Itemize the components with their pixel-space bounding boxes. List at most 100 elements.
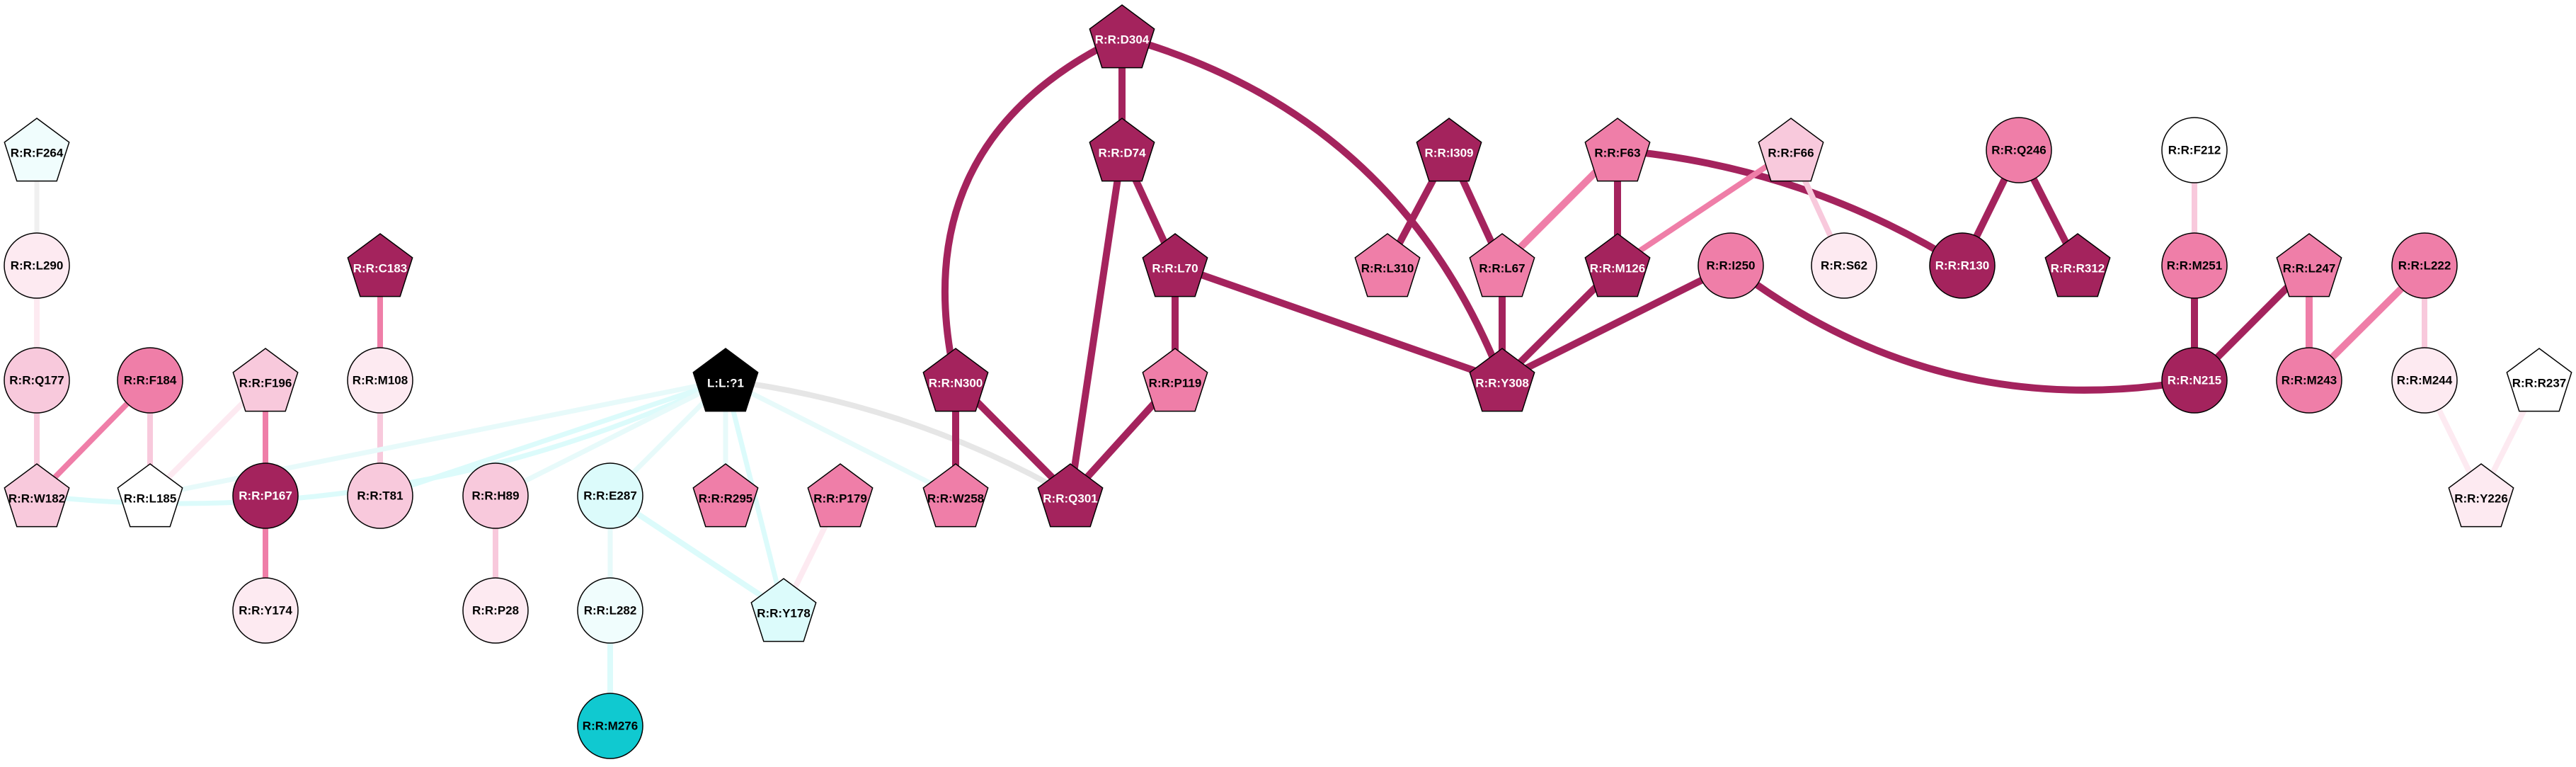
node-label: R:R:M108: [353, 374, 408, 387]
node-l282[interactable]: R:R:L282: [577, 577, 643, 644]
node-f184[interactable]: R:R:F184: [117, 347, 183, 414]
node-f63[interactable]: R:R:F63: [1584, 118, 1651, 182]
node-f66[interactable]: R:R:F66: [1758, 118, 1824, 182]
node-m244[interactable]: R:R:M244: [2391, 347, 2458, 414]
node-label: R:R:Q246: [1991, 144, 2046, 157]
node-label: R:R:T81: [357, 489, 403, 503]
node-circle: [2161, 232, 2228, 299]
node-p28[interactable]: R:R:P28: [462, 577, 529, 644]
node-pentagon: [1469, 348, 1535, 412]
node-pentagon: [807, 463, 874, 528]
node-label: R:R:P28: [472, 604, 519, 618]
node-label: R:R:P119: [1149, 377, 1202, 390]
node-label: R:R:L310: [1361, 262, 1414, 275]
node-pentagon: [2448, 463, 2514, 528]
node-r237[interactable]: R:R:R237: [2506, 348, 2572, 412]
node-label: R:R:P167: [239, 489, 292, 503]
node-f196[interactable]: R:R:F196: [232, 348, 299, 412]
node-r295[interactable]: R:R:R295: [692, 463, 759, 528]
node-label: R:R:F184: [124, 374, 177, 387]
edge-i250-y308: [1499, 262, 1734, 384]
node-d304[interactable]: R:R:D304: [1089, 4, 1155, 69]
node-label: R:R:F196: [239, 377, 292, 390]
node-label: L:L:?1: [707, 377, 744, 390]
node-label: R:R:R295: [699, 492, 753, 506]
node-l310[interactable]: R:R:L310: [1354, 233, 1421, 297]
node-i250[interactable]: R:R:I250: [1698, 232, 1764, 299]
node-l70[interactable]: R:R:L70: [1142, 233, 1208, 297]
node-circle: [1698, 232, 1764, 299]
node-label: R:R:L282: [584, 604, 637, 618]
node-i309[interactable]: R:R:I309: [1416, 118, 1482, 182]
node-pentagon: [1584, 118, 1651, 182]
node-label: R:R:M126: [1590, 262, 1645, 275]
node-m276[interactable]: R:R:M276: [577, 693, 643, 759]
node-pentagon: [922, 348, 989, 412]
node-q246[interactable]: R:R:Q246: [1986, 117, 2052, 183]
node-n215[interactable]: R:R:N215: [2161, 347, 2228, 414]
node-l247[interactable]: R:R:L247: [2276, 233, 2342, 297]
node-pentagon: [4, 463, 70, 528]
node-pentagon: [2506, 348, 2572, 412]
node-pentagon: [1584, 233, 1651, 297]
node-pentagon: [692, 463, 759, 528]
edge-i250-n215: [1727, 262, 2198, 394]
node-pentagon: [2044, 233, 2111, 297]
node-d74[interactable]: R:R:D74: [1089, 118, 1155, 182]
edge-f66-m126: [1615, 147, 1794, 268]
node-m251[interactable]: R:R:M251: [2161, 232, 2228, 299]
node-label: R:R:L247: [2283, 262, 2336, 275]
node-label: R:R:Y226: [2454, 492, 2508, 506]
node-pentagon: [1089, 118, 1155, 182]
node-y178[interactable]: R:R:Y178: [750, 578, 817, 642]
node-pentagon: [117, 463, 183, 528]
node-l290[interactable]: R:R:L290: [4, 232, 70, 299]
node-label: R:R:F212: [2168, 144, 2221, 157]
node-label: R:R:L290: [11, 259, 64, 273]
node-label: R:R:Q177: [9, 374, 64, 387]
node-circle: [4, 232, 70, 299]
node-label: R:R:M251: [2167, 259, 2222, 273]
node-m126[interactable]: R:R:M126: [1584, 233, 1651, 297]
node-label: R:R:Y178: [757, 607, 811, 620]
node-circle: [2161, 347, 2228, 414]
node-q177[interactable]: R:R:Q177: [4, 347, 70, 414]
node-f264[interactable]: R:R:F264: [4, 118, 70, 182]
node-n300[interactable]: R:R:N300: [922, 348, 989, 412]
node-label: R:R:L222: [2398, 259, 2451, 273]
node-y226[interactable]: R:R:Y226: [2448, 463, 2514, 528]
node-pentagon: [922, 463, 989, 528]
node-r312[interactable]: R:R:R312: [2044, 233, 2111, 297]
node-p167[interactable]: R:R:P167: [232, 462, 299, 529]
node-s62[interactable]: R:R:S62: [1811, 232, 1877, 299]
node-y308[interactable]: R:R:Y308: [1469, 348, 1535, 412]
node-h89[interactable]: R:R:H89: [462, 462, 529, 529]
node-y174[interactable]: R:R:Y174: [232, 577, 299, 644]
node-p119[interactable]: R:R:P119: [1142, 348, 1208, 412]
node-circle: [462, 577, 529, 644]
node-w258[interactable]: R:R:W258: [922, 463, 989, 528]
node-m108[interactable]: R:R:M108: [347, 347, 413, 414]
node-circle: [4, 347, 70, 414]
node-label: R:R:W258: [927, 492, 984, 506]
node-lig[interactable]: L:L:?1: [692, 348, 759, 412]
node-pentagon: [4, 118, 70, 182]
node-label: R:R:I250: [1707, 259, 1756, 273]
node-r130[interactable]: R:R:R130: [1929, 232, 1996, 299]
node-l67[interactable]: R:R:L67: [1469, 233, 1535, 297]
node-label: R:R:W182: [8, 492, 65, 506]
node-t81[interactable]: R:R:T81: [347, 462, 413, 529]
node-l222[interactable]: R:R:L222: [2391, 232, 2458, 299]
node-e287[interactable]: R:R:E287: [577, 462, 643, 529]
node-pentagon: [1089, 4, 1155, 69]
node-w182[interactable]: R:R:W182: [4, 463, 70, 528]
node-l185[interactable]: R:R:L185: [117, 463, 183, 528]
node-circle: [1986, 117, 2052, 183]
node-p179[interactable]: R:R:P179: [807, 463, 874, 528]
node-f212[interactable]: R:R:F212: [2161, 117, 2228, 183]
node-m243[interactable]: R:R:M243: [2276, 347, 2342, 414]
node-q301[interactable]: R:R:Q301: [1037, 463, 1104, 528]
node-c183[interactable]: R:R:C183: [347, 233, 413, 297]
